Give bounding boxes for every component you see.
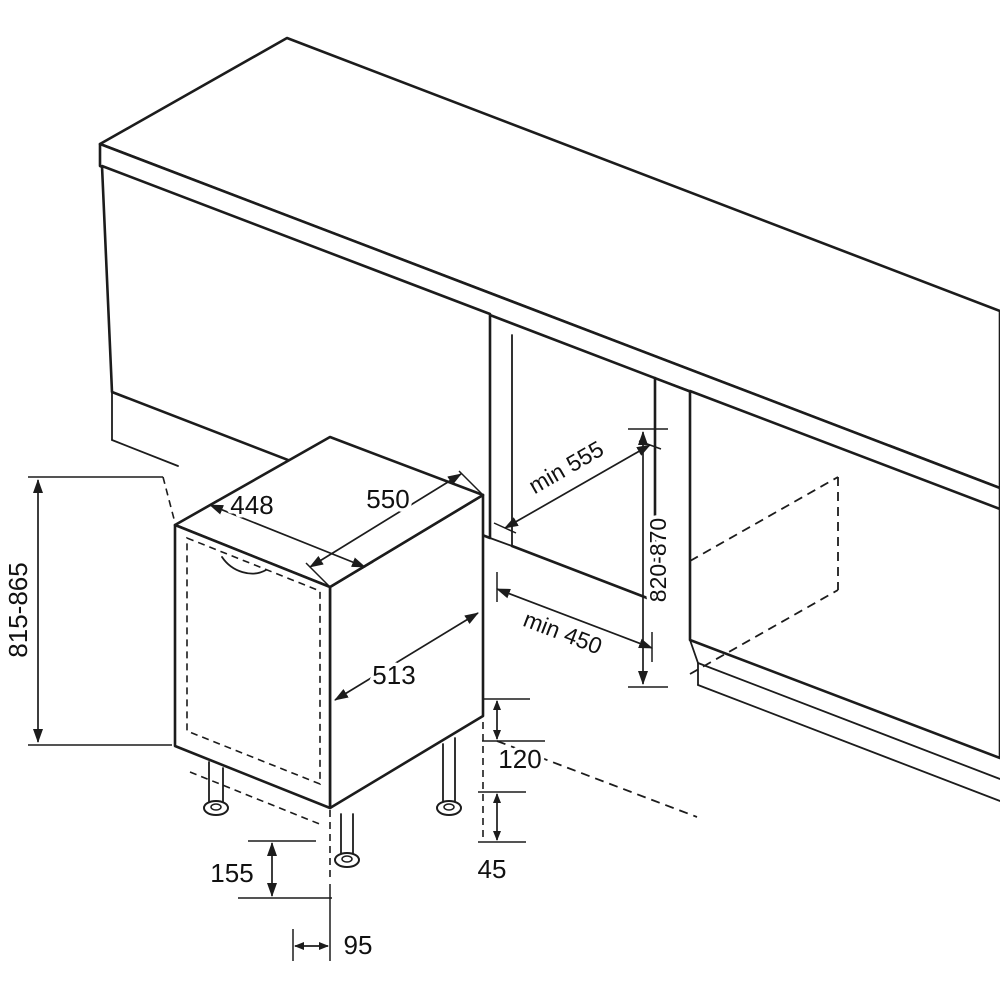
- foot-front-left: [203, 761, 229, 816]
- dim-niche-depth: min 555: [493, 432, 662, 534]
- hidden-floor-line: [496, 740, 698, 818]
- worktop-front-edge: [98, 142, 1000, 512]
- dim-appliance-height: 815-865: [0, 476, 175, 746]
- dimension-arrow: [496, 588, 653, 649]
- cabinet-right-front-panel: [688, 389, 1000, 760]
- dim-niche-width: min 450: [496, 572, 653, 663]
- dimension-arrow: [504, 444, 651, 529]
- foot-rear: [436, 737, 462, 816]
- dim-niche-depth-label: min 555: [524, 435, 608, 498]
- dim-foot-rear-adjust-label: 45: [478, 854, 507, 884]
- cabinet-right-floor-line: [697, 684, 1000, 802]
- dim-appliance-height-label: 815-865: [3, 562, 33, 657]
- foot-base-center: [210, 803, 222, 811]
- niche-floor-front-edge: [510, 544, 657, 603]
- dishwasher: [173, 435, 485, 868]
- dim-foot-front-adjust-label: 155: [210, 858, 253, 888]
- niche-side-wall-top: [654, 377, 691, 392]
- dim-plinth-clearance-label: 120: [498, 744, 541, 774]
- cabinet-left-plinth-line: [111, 439, 179, 467]
- dim-niche-height-label: 820-870: [645, 518, 671, 602]
- dim-bottom-offset: 95: [292, 810, 376, 964]
- foot-base-center: [443, 803, 455, 811]
- dim-appliance-width-label: 448: [230, 490, 273, 520]
- niche-floor-step: [489, 537, 513, 547]
- dim-foot-front-adjust: 155: [207, 840, 332, 899]
- extension-line: [162, 476, 175, 520]
- dim-appliance-depth-label: 550: [366, 484, 409, 514]
- dim-body-depth: 513: [334, 612, 479, 701]
- cabinet-right: [688, 389, 1000, 802]
- cabinet-right-plinth-line: [697, 662, 1000, 780]
- foot-front-right: [334, 813, 360, 868]
- hidden-edge-line: [689, 589, 839, 675]
- hidden-edge-line: [689, 476, 839, 562]
- dim-niche-height: 820-870: [628, 428, 675, 688]
- extension-line: [174, 499, 219, 526]
- dim-plinth-clearance: 120: [482, 698, 545, 778]
- dimension-arrow: [309, 473, 462, 568]
- cabinet-right-plinth-edge: [689, 639, 699, 664]
- dimension-arrow: [334, 612, 479, 701]
- dim-foot-rear-adjust: 45: [474, 722, 526, 888]
- dim-bottom-offset-label: 95: [344, 930, 373, 960]
- dishwasher-door-outline: [186, 536, 321, 786]
- dim-body-depth-label: 513: [372, 660, 415, 690]
- worktop: [98, 36, 1000, 512]
- foot-base-center: [341, 855, 353, 863]
- extension-line: [458, 470, 484, 496]
- hidden-niche-outline: [689, 476, 839, 675]
- dim-appliance-depth: 550: [305, 470, 484, 588]
